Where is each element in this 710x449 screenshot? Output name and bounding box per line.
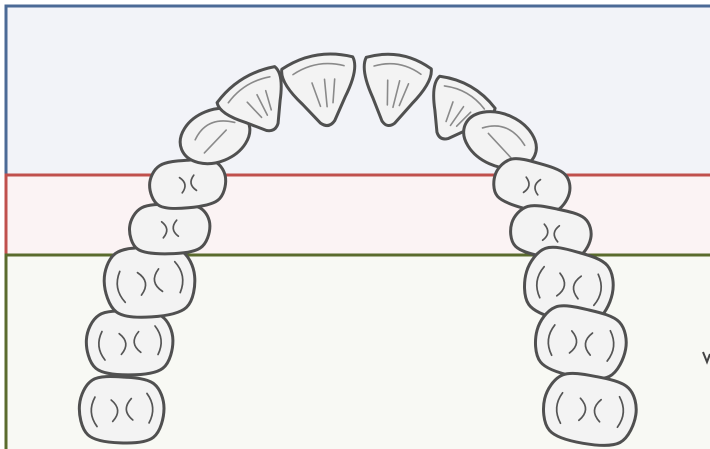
premolar-left-1 [150,160,226,209]
molar-right-2 [535,306,626,379]
molar-right-3 [544,373,637,445]
molar-left-3 [79,377,164,443]
molar-left-1 [104,247,195,318]
premolar-zone-band [6,175,710,255]
molar-left-2 [86,311,173,375]
anterior-zone-band [6,6,710,175]
premolar-left-2 [130,204,210,254]
